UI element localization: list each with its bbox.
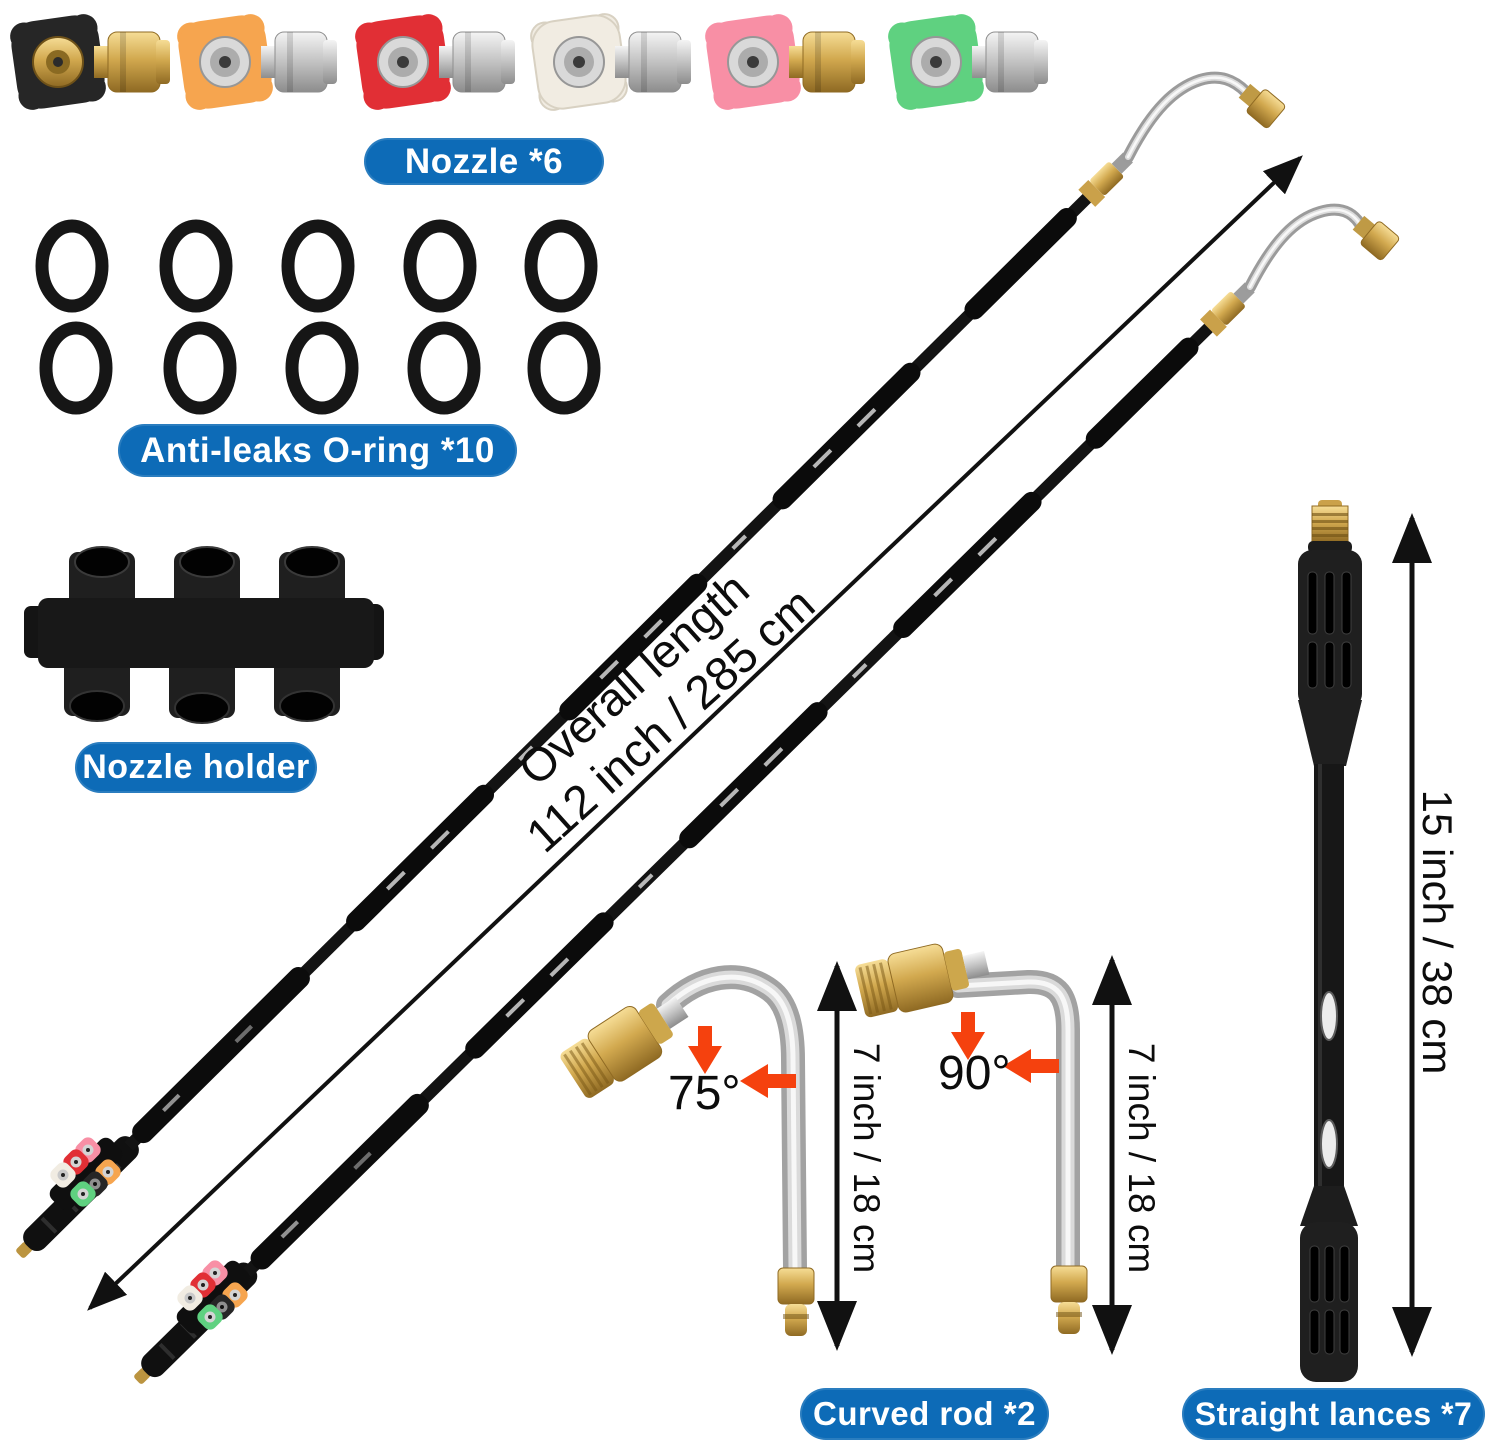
angle-callout-arrow-down	[688, 1026, 722, 1074]
nozzle-orange	[177, 14, 337, 110]
o-ring	[407, 321, 481, 415]
nozzle-pink	[705, 14, 865, 110]
nozzle-red	[355, 14, 515, 110]
nozzle-green	[888, 14, 1048, 110]
wand-nozzle-cluster-1	[49, 1137, 123, 1211]
angle-callout-arrow-down	[951, 1012, 985, 1060]
curved-rod-75	[560, 961, 857, 1351]
label-text: Anti-leaks O-ring *10	[140, 430, 495, 470]
o-ring	[281, 219, 355, 313]
angle-callout-arrow-left	[740, 1064, 796, 1098]
length-7inch-text-1: 7 inch / 18 cm	[846, 1042, 887, 1274]
o-ring	[403, 219, 477, 313]
plug-fitting	[1050, 1265, 1088, 1303]
o-ring-set	[35, 219, 601, 415]
curved-rod-90	[855, 943, 1132, 1355]
nozzle-holder-manifold	[24, 546, 384, 724]
length-15inch-text: 15 inch / 38 cm	[1414, 789, 1461, 1075]
angle-90-text: 90°	[938, 1047, 1011, 1100]
plug-fitting	[777, 1267, 815, 1305]
nozzle-white	[530, 13, 691, 111]
quick-connect-coupler	[560, 996, 689, 1098]
wand-2-tip-nozzle	[1352, 215, 1400, 261]
length-7inch-text-2: 7 inch / 18 cm	[1121, 1042, 1162, 1274]
label-text: Straight lances *7	[1194, 1395, 1473, 1432]
nozzle-connector	[107, 31, 161, 93]
label-curved-rod: Curved rod *2	[800, 1388, 1049, 1440]
label-text: Curved rod *2	[813, 1395, 1036, 1432]
label-text: Nozzle holder	[82, 748, 310, 786]
o-ring	[39, 321, 113, 415]
overall-length-arrow	[87, 155, 1303, 1311]
o-ring	[35, 219, 109, 313]
o-ring	[524, 219, 598, 313]
o-ring	[285, 321, 359, 415]
label-oring-count: Anti-leaks O-ring *10	[118, 424, 517, 477]
nozzle-black	[10, 14, 170, 110]
label-text: Nozzle *6	[404, 141, 564, 181]
angle-callout-arrow-left	[1003, 1049, 1059, 1083]
label-straight-lances: Straight lances *7	[1182, 1388, 1485, 1440]
label-nozzle-holder: Nozzle holder	[75, 742, 317, 793]
o-ring	[159, 219, 233, 313]
o-ring	[163, 321, 237, 415]
straight-lance	[1298, 500, 1432, 1382]
wand-1-tip-nozzle	[1238, 83, 1286, 129]
label-nozzle-count: Nozzle *6	[364, 138, 604, 185]
o-ring	[527, 321, 601, 415]
wand-nozzle-cluster-2	[176, 1260, 250, 1334]
wand-1-curved-tip	[1122, 71, 1252, 163]
angle-75-text: 75°	[668, 1067, 741, 1120]
quick-connect-coupler	[855, 943, 990, 1018]
